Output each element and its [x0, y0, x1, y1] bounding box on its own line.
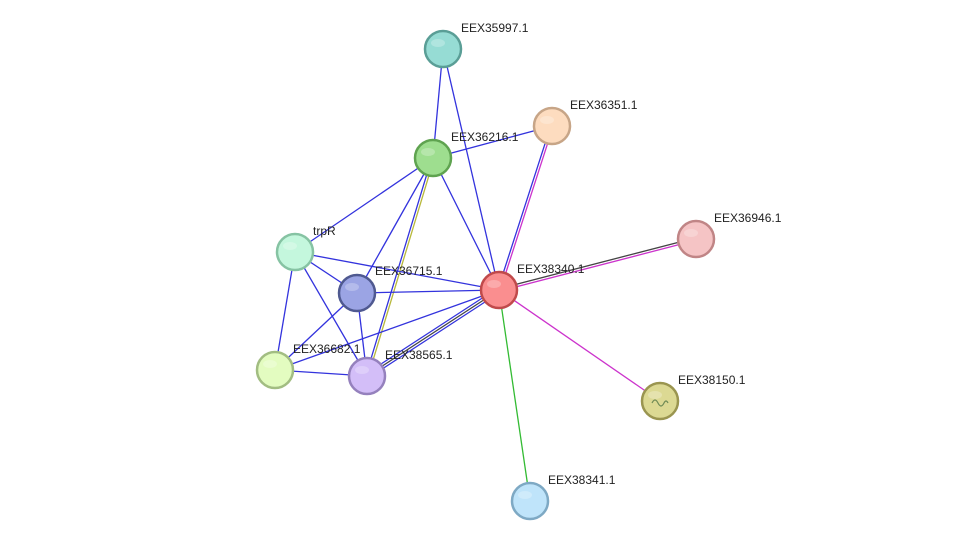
node-highlight	[421, 148, 435, 156]
node-circle[interactable]	[479, 270, 519, 310]
edge-line	[442, 48, 500, 291]
edge-line	[294, 251, 368, 377]
node-circle[interactable]	[423, 29, 463, 69]
node-highlight	[684, 229, 698, 237]
node-label-n_eex35997: EEX35997.1	[461, 21, 529, 35]
node-label-n_eex36715: EEX36715.1	[375, 264, 443, 278]
edge-line	[365, 157, 433, 376]
edge-n_eex38340-n_eex38341	[498, 289, 531, 502]
edge-n_eex36351-n_eex36216	[432, 125, 553, 159]
node-label-n_trpR: trpR	[313, 224, 336, 238]
node-label-n_eex36351: EEX36351.1	[570, 98, 638, 112]
node-n_eex38341[interactable]	[510, 481, 550, 521]
node-label-n_eex38340: EEX38340.1	[517, 262, 585, 276]
protein-structure-icon	[651, 399, 669, 407]
node-highlight	[283, 242, 297, 250]
edge-line	[274, 289, 500, 371]
node-highlight	[263, 360, 277, 368]
node-highlight	[540, 116, 554, 124]
edge-line	[498, 237, 696, 290]
edge-n_eex36216-n_eex36715	[356, 157, 434, 294]
node-circle[interactable]	[532, 106, 572, 146]
node-highlight	[648, 391, 662, 399]
node-circle[interactable]	[337, 273, 377, 313]
node-label-n_eex36216: EEX36216.1	[451, 130, 519, 144]
node-highlight	[345, 283, 359, 291]
edge-line	[499, 239, 697, 292]
edge-line	[432, 157, 500, 291]
node-circle[interactable]	[510, 481, 550, 521]
node-circle[interactable]	[676, 219, 716, 259]
edge-n_eex36946-n_eex38340	[498, 237, 697, 292]
edge-line	[367, 291, 501, 379]
node-n_eex36216[interactable]	[413, 138, 453, 178]
node-circle[interactable]	[275, 232, 315, 272]
edge-line	[356, 289, 500, 294]
node-label-n_eex38341: EEX38341.1	[548, 473, 616, 487]
edge-n_eex38340-n_eex38565	[365, 287, 501, 379]
edge-line	[497, 125, 552, 290]
edge-line	[294, 251, 500, 291]
edge-line	[367, 158, 435, 377]
edge-n_trpR-n_eex38340	[294, 251, 500, 291]
edge-n_trpR-n_eex36682	[274, 251, 296, 371]
edge-layer	[274, 48, 697, 502]
node-n_eex36682[interactable]	[255, 350, 295, 390]
node-circle[interactable]	[255, 350, 295, 390]
edge-n_eex35997-n_eex38340	[442, 48, 500, 291]
label-layer: EEX35997.1EEX36351.1EEX36216.1EEX36946.1…	[293, 21, 782, 487]
edge-line	[274, 251, 296, 371]
edge-n_eex36216-n_eex38565	[365, 157, 435, 377]
node-highlight	[518, 491, 532, 499]
edge-line	[498, 289, 531, 502]
edge-line	[498, 289, 661, 402]
node-n_eex36351[interactable]	[532, 106, 572, 146]
edge-n_eex38340-n_eex38150	[498, 289, 661, 402]
node-n_eex36715[interactable]	[337, 273, 377, 313]
edge-line	[356, 157, 434, 294]
edge-line	[366, 289, 500, 377]
edge-n_trpR-n_eex38565	[294, 251, 368, 377]
edge-line	[499, 126, 554, 291]
edge-line	[365, 287, 499, 375]
node-n_trpR[interactable]	[275, 232, 315, 272]
node-highlight	[431, 39, 445, 47]
edge-n_eex36351-n_eex38340	[497, 125, 554, 291]
node-n_eex38565[interactable]	[347, 356, 387, 396]
edge-line	[294, 157, 434, 253]
edge-n_eex36715-n_eex38340	[356, 289, 500, 294]
node-circle[interactable]	[640, 381, 680, 421]
edge-n_eex38340-n_eex36682	[274, 289, 500, 371]
edge-n_eex36216-n_eex38340	[432, 157, 500, 291]
node-n_eex35997[interactable]	[423, 29, 463, 69]
edge-line	[432, 125, 553, 159]
node-n_eex38340[interactable]	[479, 270, 519, 310]
node-highlight	[487, 280, 501, 288]
node-label-n_eex38150: EEX38150.1	[678, 373, 746, 387]
node-circle[interactable]	[347, 356, 387, 396]
node-n_eex36946[interactable]	[676, 219, 716, 259]
node-label-n_eex36682: EEX36682.1	[293, 342, 361, 356]
node-n_eex38150[interactable]	[640, 381, 680, 421]
node-highlight	[355, 366, 369, 374]
edge-n_eex36216-n_trpR	[294, 157, 434, 253]
node-label-n_eex36946: EEX36946.1	[714, 211, 782, 225]
node-circle[interactable]	[413, 138, 453, 178]
node-layer	[255, 29, 716, 521]
node-label-n_eex38565: EEX38565.1	[385, 348, 453, 362]
